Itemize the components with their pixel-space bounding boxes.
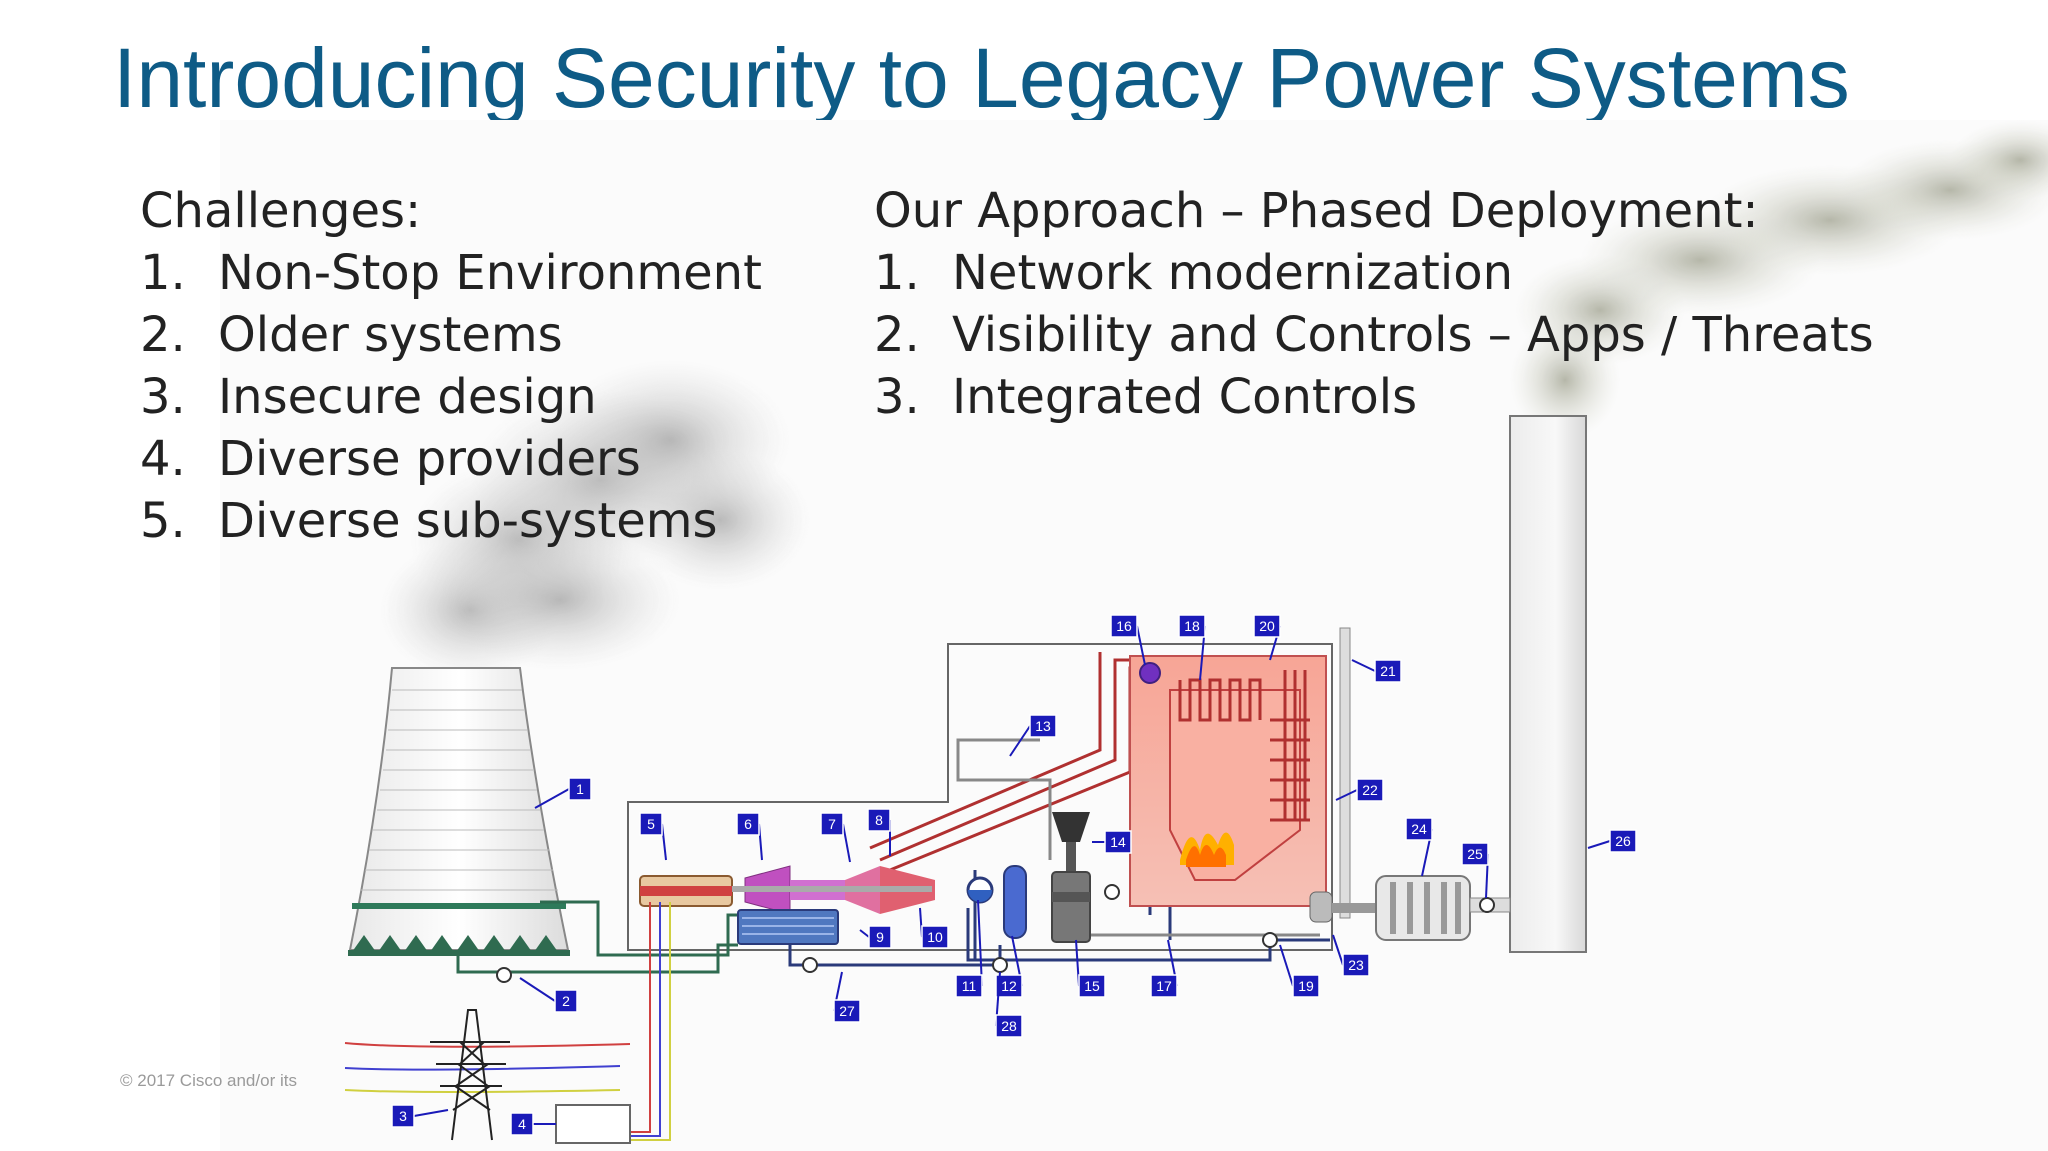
diagram-label-badge bbox=[1609, 829, 1637, 853]
diagram-label-8: 8 bbox=[875, 812, 883, 828]
diagram-label-badge bbox=[1078, 974, 1106, 998]
diagram-label-16: 16 bbox=[1116, 618, 1132, 634]
diagram-label-badge bbox=[1374, 659, 1402, 683]
label-leader-line bbox=[1335, 789, 1358, 801]
label-leader-line bbox=[1332, 934, 1344, 966]
label-leader-line bbox=[519, 977, 556, 1002]
label-leader-line bbox=[859, 929, 870, 938]
challenge-item: 2.Older systems bbox=[140, 307, 563, 363]
diagram-label-24: 24 bbox=[1411, 821, 1427, 837]
diagram-label-badge bbox=[1253, 614, 1281, 638]
diagram-label-badge bbox=[1342, 953, 1370, 977]
diagram-label-18: 18 bbox=[1184, 618, 1200, 634]
cooling-water-pipes bbox=[456, 900, 738, 974]
diagram-label-badge bbox=[1356, 778, 1384, 802]
challenge-item: 1.Non-Stop Environment bbox=[140, 245, 762, 301]
diagram-label-badge bbox=[639, 812, 663, 836]
diagram-label-badge bbox=[1104, 830, 1132, 854]
chimney-smoke bbox=[1510, 120, 2048, 440]
label-leader-line bbox=[413, 1109, 449, 1117]
diagram-label-badge bbox=[867, 808, 891, 832]
diagram-label-3: 3 bbox=[399, 1108, 407, 1124]
approach-item: 3.Integrated Controls bbox=[874, 369, 1418, 425]
challenges-heading: Challenges: bbox=[140, 183, 422, 239]
diagram-label-badge bbox=[820, 812, 844, 836]
diagram-label-22: 22 bbox=[1362, 782, 1378, 798]
copyright-footer: © 2017 Cisco and/or its bbox=[120, 1071, 297, 1090]
label-leader-line bbox=[977, 899, 983, 987]
diagram-label-badge bbox=[995, 974, 1023, 998]
diagram-label-1: 1 bbox=[576, 781, 584, 797]
label-leader-line bbox=[1351, 659, 1376, 672]
diagram-label-15: 15 bbox=[1084, 978, 1100, 994]
diagram-label-10: 10 bbox=[927, 929, 943, 945]
label-leader-line bbox=[1279, 944, 1294, 987]
boiler-flames bbox=[1180, 832, 1234, 867]
label-leader-line bbox=[842, 823, 851, 863]
diagram-label-badge bbox=[1292, 974, 1320, 998]
plant-building bbox=[627, 643, 1333, 951]
diagram-label-12: 12 bbox=[1001, 978, 1017, 994]
diagram-label-11: 11 bbox=[962, 978, 977, 994]
coal-hopper bbox=[1051, 812, 1091, 943]
label-leader-line bbox=[534, 788, 570, 809]
diagram-label-6: 6 bbox=[744, 816, 752, 832]
transmission-pylon bbox=[430, 1009, 510, 1141]
diagram-label-14: 14 bbox=[1110, 834, 1126, 850]
turbine-set bbox=[639, 865, 935, 945]
challenges-section: Challenges: 1.Non-Stop Environment 2.Old… bbox=[140, 180, 762, 552]
approach-item: 1.Network modernization bbox=[874, 245, 1513, 301]
diagram-label-13: 13 bbox=[1035, 718, 1051, 734]
chimney bbox=[1509, 415, 1587, 953]
diagram-label-badge bbox=[1150, 974, 1178, 998]
label-leader-line bbox=[1587, 840, 1611, 849]
diagram-label-badge bbox=[510, 1112, 534, 1136]
boiler bbox=[1129, 655, 1327, 907]
challenge-item: 3.Insecure design bbox=[140, 369, 597, 425]
transformer bbox=[555, 1104, 631, 1144]
page-title: Introducing Security to Legacy Power Sys… bbox=[113, 31, 1850, 125]
diagram-label-badge bbox=[833, 999, 861, 1023]
diagram-label-badge bbox=[1461, 842, 1489, 866]
diagram-label-4: 4 bbox=[518, 1116, 526, 1132]
diagram-label-badge bbox=[1029, 714, 1057, 738]
diagram-label-21: 21 bbox=[1380, 663, 1396, 679]
challenge-item: 4.Diverse providers bbox=[140, 431, 641, 487]
diagram-label-badge bbox=[995, 1014, 1023, 1038]
diagram-label-20: 20 bbox=[1259, 618, 1275, 634]
diagram-label-badge bbox=[955, 974, 983, 998]
diagram-label-badge bbox=[736, 812, 760, 836]
diagram-label-2: 2 bbox=[562, 993, 570, 1009]
diagram-label-19: 19 bbox=[1298, 978, 1314, 994]
diagram-label-27: 27 bbox=[839, 1003, 855, 1019]
diagram-label-badge bbox=[568, 777, 592, 801]
approach-section: Our Approach – Phased Deployment: 1.Netw… bbox=[874, 180, 1874, 428]
diagram-label-5: 5 bbox=[647, 816, 655, 832]
diagram-label-25: 25 bbox=[1467, 846, 1483, 862]
diagram-label-7: 7 bbox=[828, 816, 836, 832]
diagram-label-badge bbox=[391, 1104, 415, 1128]
cooling-tower-smoke bbox=[380, 360, 810, 680]
diagram-label-9: 9 bbox=[876, 929, 884, 945]
diagram-label-badge bbox=[1110, 614, 1138, 638]
approach-item: 2.Visibility and Controls – Apps / Threa… bbox=[874, 307, 1874, 363]
diagram-label-badge bbox=[1178, 614, 1206, 638]
diagram-label-26: 26 bbox=[1615, 833, 1631, 849]
label-leader-line bbox=[1009, 725, 1031, 757]
diagram-label-badge bbox=[1405, 817, 1433, 841]
diagram-label-17: 17 bbox=[1156, 978, 1172, 994]
diagram-label-28: 28 bbox=[1001, 1018, 1017, 1034]
challenge-item: 5.Diverse sub-systems bbox=[140, 493, 718, 549]
diagram-label-23: 23 bbox=[1348, 957, 1364, 973]
diagram-label-badge bbox=[868, 925, 892, 949]
diagram-label-badge bbox=[554, 989, 578, 1013]
label-leader-line bbox=[1136, 625, 1146, 666]
approach-heading: Our Approach – Phased Deployment: bbox=[874, 183, 1759, 239]
diagram-label-badge bbox=[921, 925, 949, 949]
